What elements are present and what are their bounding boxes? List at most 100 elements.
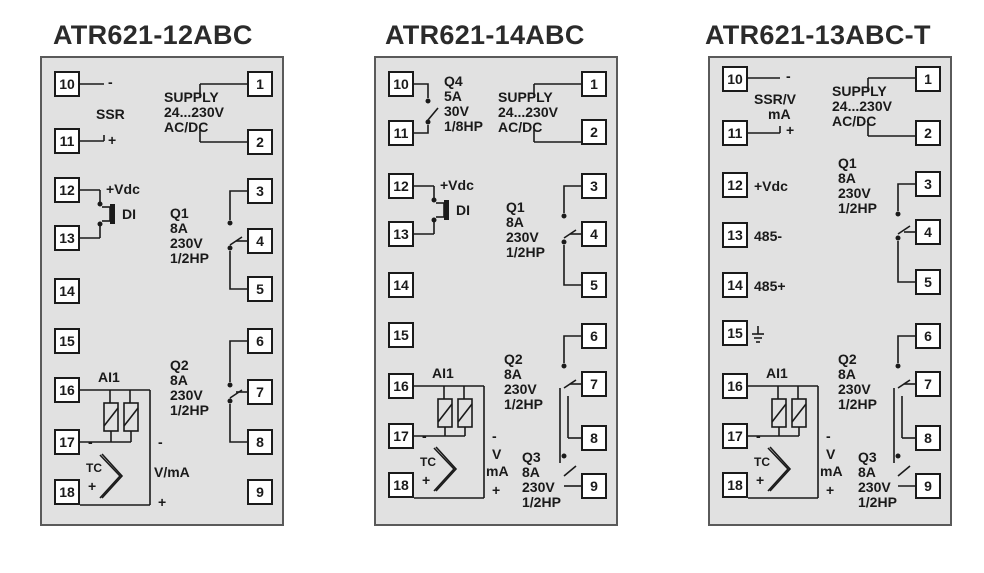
rs485-minus-label: 485- [754, 228, 783, 244]
terminal: 11 [388, 120, 414, 146]
terminal: 2 [915, 120, 941, 146]
wiring-panel-13abc-t: 10 11 12 13 14 15 16 17 18 1 2 3 4 5 6 7… [708, 56, 952, 526]
ai1-label: AI1 [766, 365, 788, 381]
rs485-plus-label: 485+ [754, 278, 786, 294]
terminal: 4 [915, 219, 941, 245]
v-plus-label: + [826, 482, 835, 498]
tc-label: TC [86, 461, 102, 475]
terminal: 15 [54, 328, 80, 354]
terminal: 13 [388, 221, 414, 247]
terminal: 17 [722, 423, 748, 449]
terminal: 11 [722, 120, 748, 146]
terminal: 12 [722, 172, 748, 198]
terminal: 12 [54, 177, 80, 203]
terminal: 8 [581, 425, 607, 451]
terminal: 16 [722, 373, 748, 399]
terminal: 17 [388, 423, 414, 449]
vdc-label: +Vdc [440, 177, 474, 193]
v-plus-label: + [158, 494, 167, 510]
vdc-label: +Vdc [754, 178, 788, 194]
terminal: 7 [247, 379, 273, 405]
terminal: 16 [54, 377, 80, 403]
terminal: 11 [54, 128, 80, 154]
terminal: 1 [915, 66, 941, 92]
vdc-label: +Vdc [106, 181, 140, 197]
v-minus-label: - [826, 428, 831, 444]
ma-label: mA [820, 463, 843, 479]
terminal: 14 [54, 278, 80, 304]
terminal: 9 [915, 473, 941, 499]
tc-minus-label: - [88, 434, 93, 450]
terminal: 8 [915, 425, 941, 451]
tc-plus-label: + [422, 472, 431, 488]
terminal: 7 [581, 371, 607, 397]
v-plus-label: + [492, 482, 501, 498]
diagram-title: ATR621-14ABC [385, 20, 585, 50]
terminal: 8 [247, 429, 273, 455]
tc-label: TC [754, 455, 770, 469]
terminal: 6 [247, 328, 273, 354]
terminal: 5 [915, 269, 941, 295]
ssr-label: SSR [96, 106, 125, 122]
wiring-lines [80, 83, 247, 506]
terminal: 1 [581, 71, 607, 97]
terminal: 3 [581, 173, 607, 199]
tc-label: TC [420, 455, 436, 469]
terminal: 4 [247, 228, 273, 254]
terminal: 2 [581, 119, 607, 145]
tc-plus-label: + [756, 472, 765, 488]
ssr-minus-label: - [108, 74, 113, 90]
ssr-plus-label: + [786, 122, 795, 138]
terminal: 15 [388, 322, 414, 348]
terminal: 2 [247, 129, 273, 155]
wiring-lines [414, 83, 581, 499]
terminal: 1 [247, 71, 273, 97]
terminal: 10 [388, 71, 414, 97]
terminal: 14 [388, 272, 414, 298]
di-label: DI [122, 206, 136, 222]
terminal: 15 [722, 320, 748, 346]
terminal: 12 [388, 173, 414, 199]
diagram-title: ATR621-12ABC [53, 20, 253, 50]
v-label: V [826, 446, 836, 462]
ssr-minus-label: - [786, 68, 791, 84]
tc-minus-label: - [756, 428, 761, 444]
terminal: 5 [247, 276, 273, 302]
di-label: DI [456, 202, 470, 218]
terminal: 10 [722, 66, 748, 92]
tc-minus-label: - [422, 428, 427, 444]
wiring-panel-12abc: 10 11 12 13 14 15 16 17 18 1 2 3 4 5 6 7… [40, 56, 284, 526]
terminal: 3 [247, 178, 273, 204]
terminal: 18 [722, 472, 748, 498]
wiring-lines [748, 77, 915, 499]
terminal: 6 [915, 323, 941, 349]
terminal: 16 [388, 373, 414, 399]
v-minus-label: - [492, 428, 497, 444]
v-minus-label: - [158, 434, 163, 450]
terminal: 13 [722, 222, 748, 248]
terminal: 18 [54, 479, 80, 505]
terminal: 6 [581, 323, 607, 349]
ai1-label: AI1 [432, 365, 454, 381]
terminal: 4 [581, 221, 607, 247]
terminal: 7 [915, 371, 941, 397]
terminal: 18 [388, 472, 414, 498]
v-label: V [492, 446, 502, 462]
terminal: 9 [247, 479, 273, 505]
tc-plus-label: + [88, 478, 97, 494]
terminal: 14 [722, 272, 748, 298]
terminal: 3 [915, 171, 941, 197]
